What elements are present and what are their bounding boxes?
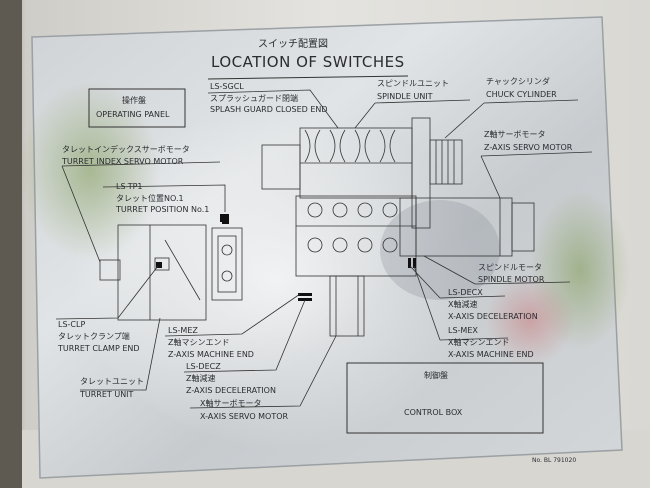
x-servo-ja: X軸サーボモータ	[200, 399, 262, 408]
spindle-unit-drawing	[261, 117, 463, 337]
operating-panel-ja: 操作盤	[122, 96, 146, 105]
turret-index-ja: タレットインデックスサーボモータ	[62, 145, 190, 154]
ls-mez-switch	[298, 293, 312, 296]
left-frame-edge	[0, 0, 22, 488]
control-box-en: CONTROL BOX	[404, 408, 463, 417]
ls-decz-label: LS-DECZ	[186, 362, 221, 371]
turret-position-ja: タレット位置NO.1	[116, 194, 184, 203]
ls-mex-switch	[413, 258, 416, 268]
light-glare	[70, 70, 530, 450]
title-japanese: スイッチ配置図	[258, 39, 328, 50]
turret-index-en: TURRET INDEX SERVO MOTOR	[62, 157, 184, 166]
turret-unit-ja: タレットユニット	[80, 377, 144, 386]
z-servo-ja: Z軸サーボモータ	[484, 130, 546, 139]
part-number: No. BL 791020	[532, 457, 577, 464]
x-decel-ja: X軸減速	[448, 300, 478, 309]
ls-clp-label: LS-CLP	[58, 320, 86, 329]
operating-panel-box	[88, 88, 186, 128]
x-servo-en: X-AXIS SERVO MOTOR	[200, 412, 289, 421]
ls-decx-switch	[408, 258, 411, 268]
control-box-outline	[346, 362, 544, 434]
spindle-unit-en: SPINDLE UNIT	[377, 92, 433, 101]
z-machine-end-ja: Z軸マシンエンド	[168, 338, 230, 347]
control-box-ja: 制御盤	[424, 371, 448, 380]
ls-sgcl-label: LS-SGCL	[210, 82, 244, 91]
z-servo-en: Z-AXIS SERVO MOTOR	[484, 143, 573, 152]
chuck-cylinder-ja: チャックシリンダ	[486, 77, 550, 86]
spindle-motor-en: SPINDLE MOTOR	[478, 275, 545, 284]
spindle-unit-ja: スピンドルユニット	[377, 79, 449, 88]
spindle-motor-drawing	[399, 197, 535, 257]
z-machine-end-en: Z-AXIS MACHINE END	[168, 350, 254, 359]
turret-unit-en: TURRET UNIT	[80, 390, 134, 399]
chuck-cylinder-en: CHUCK CYLINDER	[486, 90, 557, 99]
x-machine-end-en: X-AXIS MACHINE END	[448, 350, 534, 359]
ls-clp-switch	[156, 262, 162, 268]
turret-position-en: TURRET POSITION No.1	[116, 205, 210, 214]
z-decel-ja: Z軸減速	[186, 374, 216, 383]
turret-clamp-ja: タレットクランプ端	[58, 332, 130, 341]
page-title: LOCATION OF SWITCHES	[211, 53, 405, 71]
splash-guard-en: SPLASH GUARD CLOSED END	[210, 105, 328, 114]
ls-decz-switch	[298, 298, 312, 301]
ls-tp1-label: LS-TP1	[116, 182, 143, 191]
ls-mez-label: LS-MEZ	[168, 326, 198, 335]
x-decel-en: X-AXIS DECELERATION	[448, 312, 538, 321]
leader-lines	[55, 89, 593, 409]
ls-mex-label: LS-MEX	[448, 326, 478, 335]
z-decel-en: Z-AXIS DECELERATION	[186, 386, 276, 395]
spindle-motor-ja: スピンドルモータ	[478, 263, 542, 272]
turret-clamp-en: TURRET CLAMP END	[58, 344, 140, 353]
x-machine-end-ja: X軸マシンエンド	[448, 338, 510, 347]
splash-guard-ja: スプラッシュガード閉端	[210, 94, 298, 103]
operating-panel-en: OPERATING PANEL	[96, 110, 170, 119]
turret-unit-drawing	[99, 224, 243, 321]
ls-decx-label: LS-DECX	[448, 288, 483, 297]
